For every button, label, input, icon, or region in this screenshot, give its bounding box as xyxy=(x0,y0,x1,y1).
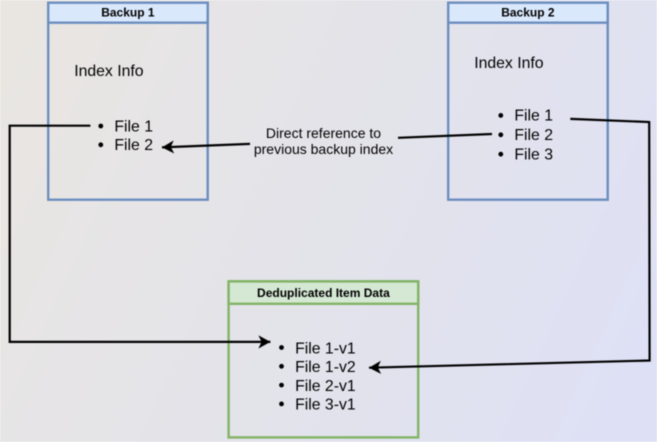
svg-text:Backup 2: Backup 2 xyxy=(501,6,555,20)
svg-text:Backup 1: Backup 1 xyxy=(101,6,155,20)
svg-text:File 3-v1: File 3-v1 xyxy=(295,397,356,414)
svg-text:File 3: File 3 xyxy=(514,147,553,164)
svg-text:File 1: File 1 xyxy=(114,118,153,135)
svg-text:File 2: File 2 xyxy=(114,137,153,154)
svg-text:Index Info: Index Info xyxy=(74,63,144,80)
svg-text:File 2-v1: File 2-v1 xyxy=(295,378,356,395)
svg-text:previous backup index: previous backup index xyxy=(254,141,393,157)
svg-text:Deduplicated Item Data: Deduplicated Item Data xyxy=(257,286,390,300)
svg-text:Index Info: Index Info xyxy=(474,55,544,72)
svg-text:File 2: File 2 xyxy=(514,127,553,144)
svg-text:File 1: File 1 xyxy=(514,108,553,125)
svg-text:File 1-v2: File 1-v2 xyxy=(295,359,356,376)
svg-text:File 1-v1: File 1-v1 xyxy=(295,340,356,357)
svg-text:Direct reference to: Direct reference to xyxy=(266,125,381,141)
